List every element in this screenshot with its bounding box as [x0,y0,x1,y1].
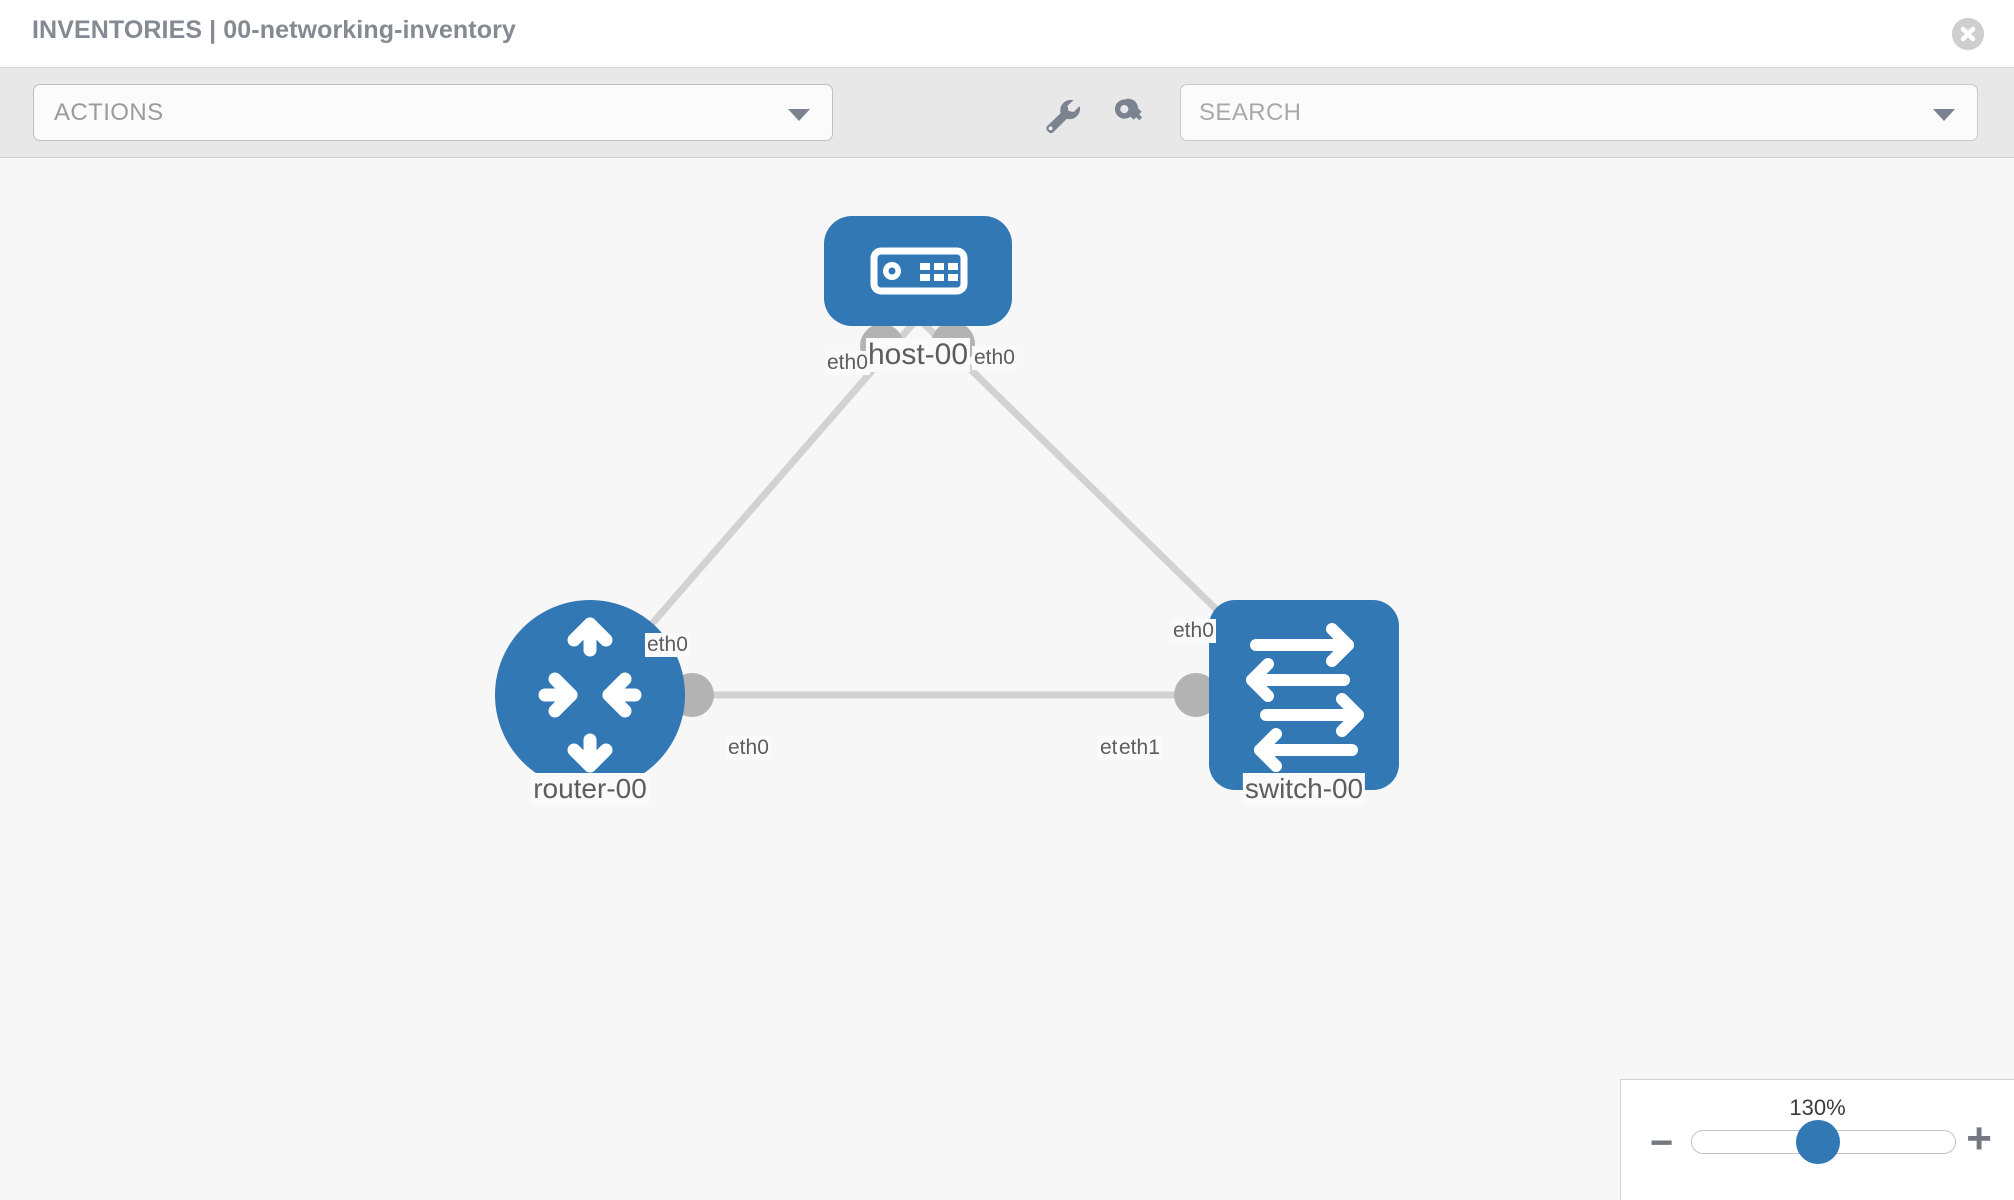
close-icon[interactable] [1952,18,1984,50]
wrench-icon[interactable] [1040,96,1082,134]
iface-label-host-right: eth0 [972,346,1017,370]
node-label-host-00: host-00 [865,338,971,372]
iface-label-router-up: eth0 [645,633,690,657]
zoom-percent-label: 130% [1789,1095,1846,1120]
topology-connectors [670,322,1254,717]
node-router-00[interactable] [495,600,685,790]
topology-graph [495,216,1399,790]
zoom-in-button[interactable]: + [1966,1114,1992,1163]
toolbar: ACTIONS SEARCH [0,68,2014,158]
server-icon [870,247,968,295]
iface-label-switch-up: eth0 [1171,619,1216,643]
iface-label-switch-left: eth1 [1117,736,1162,760]
iface-label-host-left: eth0 [825,351,870,375]
search-input[interactable]: SEARCH [1180,84,1978,141]
actions-dropdown[interactable]: ACTIONS [33,84,833,141]
page-header: INVENTORIES | 00-networking-inventory [0,0,2014,68]
connector-switch-left [1174,673,1218,717]
router-icon [538,617,642,773]
switch-icon [1246,623,1364,772]
zoom-slider-handle[interactable] [1796,1120,1840,1164]
key-icon[interactable] [1110,96,1152,134]
page-title: INVENTORIES | 00-networking-inventory [32,16,516,44]
node-label-router-00: router-00 [531,773,649,805]
node-label-switch-00: switch-00 [1242,773,1366,805]
topology-canvas[interactable]: host-00 router-00 switch-00 eth0 eth0 et… [0,158,2014,1200]
search-chevron-down-icon[interactable] [1933,109,1955,121]
actions-dropdown-label: ACTIONS [54,99,164,126]
search-placeholder: SEARCH [1199,99,1302,126]
iface-label-router-right: eth0 [726,736,771,760]
zoom-control-panel: 130% − + [1620,1079,2014,1200]
node-switch-00[interactable] [1209,600,1399,790]
chevron-down-icon [788,109,810,121]
node-host-00[interactable] [824,216,1012,326]
zoom-out-button[interactable]: − [1650,1121,1674,1165]
